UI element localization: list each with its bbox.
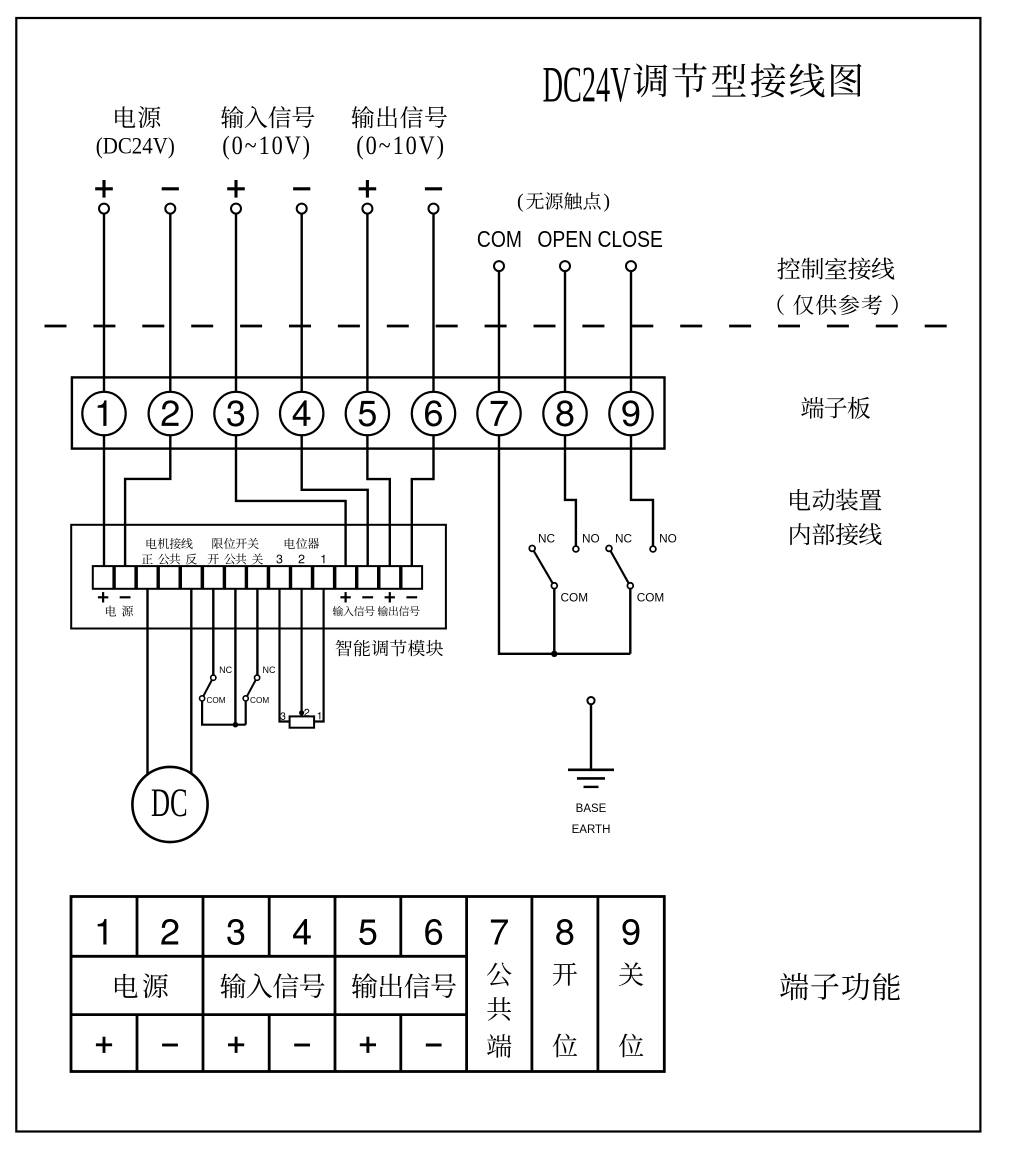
svg-text:DC24V: DC24V — [543, 56, 631, 113]
svg-text:NO: NO — [659, 532, 677, 546]
svg-text:COM: COM — [206, 696, 225, 705]
svg-text:DC: DC — [151, 782, 188, 826]
svg-text:NC: NC — [263, 665, 276, 675]
svg-text:NC: NC — [615, 532, 633, 546]
svg-text:NC: NC — [219, 665, 232, 675]
svg-text:CLOSE: CLOSE — [597, 228, 662, 253]
svg-text:NO: NO — [582, 532, 600, 546]
svg-text:COM: COM — [561, 591, 589, 605]
svg-text:COM: COM — [637, 591, 665, 605]
svg-text:(DC24V): (DC24V) — [96, 133, 175, 159]
svg-text:OPEN: OPEN — [537, 228, 592, 253]
svg-text:COM: COM — [250, 696, 269, 705]
svg-text:BASE: BASE — [576, 803, 607, 815]
svg-text:NC: NC — [538, 532, 556, 546]
svg-text:(0~10V): (0~10V) — [222, 131, 312, 160]
svg-text:EARTH: EARTH — [572, 824, 611, 836]
svg-text:(0~10V): (0~10V) — [356, 131, 446, 160]
svg-text:COM: COM — [477, 228, 522, 253]
svg-text:): ) — [603, 191, 610, 213]
svg-text:(: ( — [517, 191, 524, 213]
